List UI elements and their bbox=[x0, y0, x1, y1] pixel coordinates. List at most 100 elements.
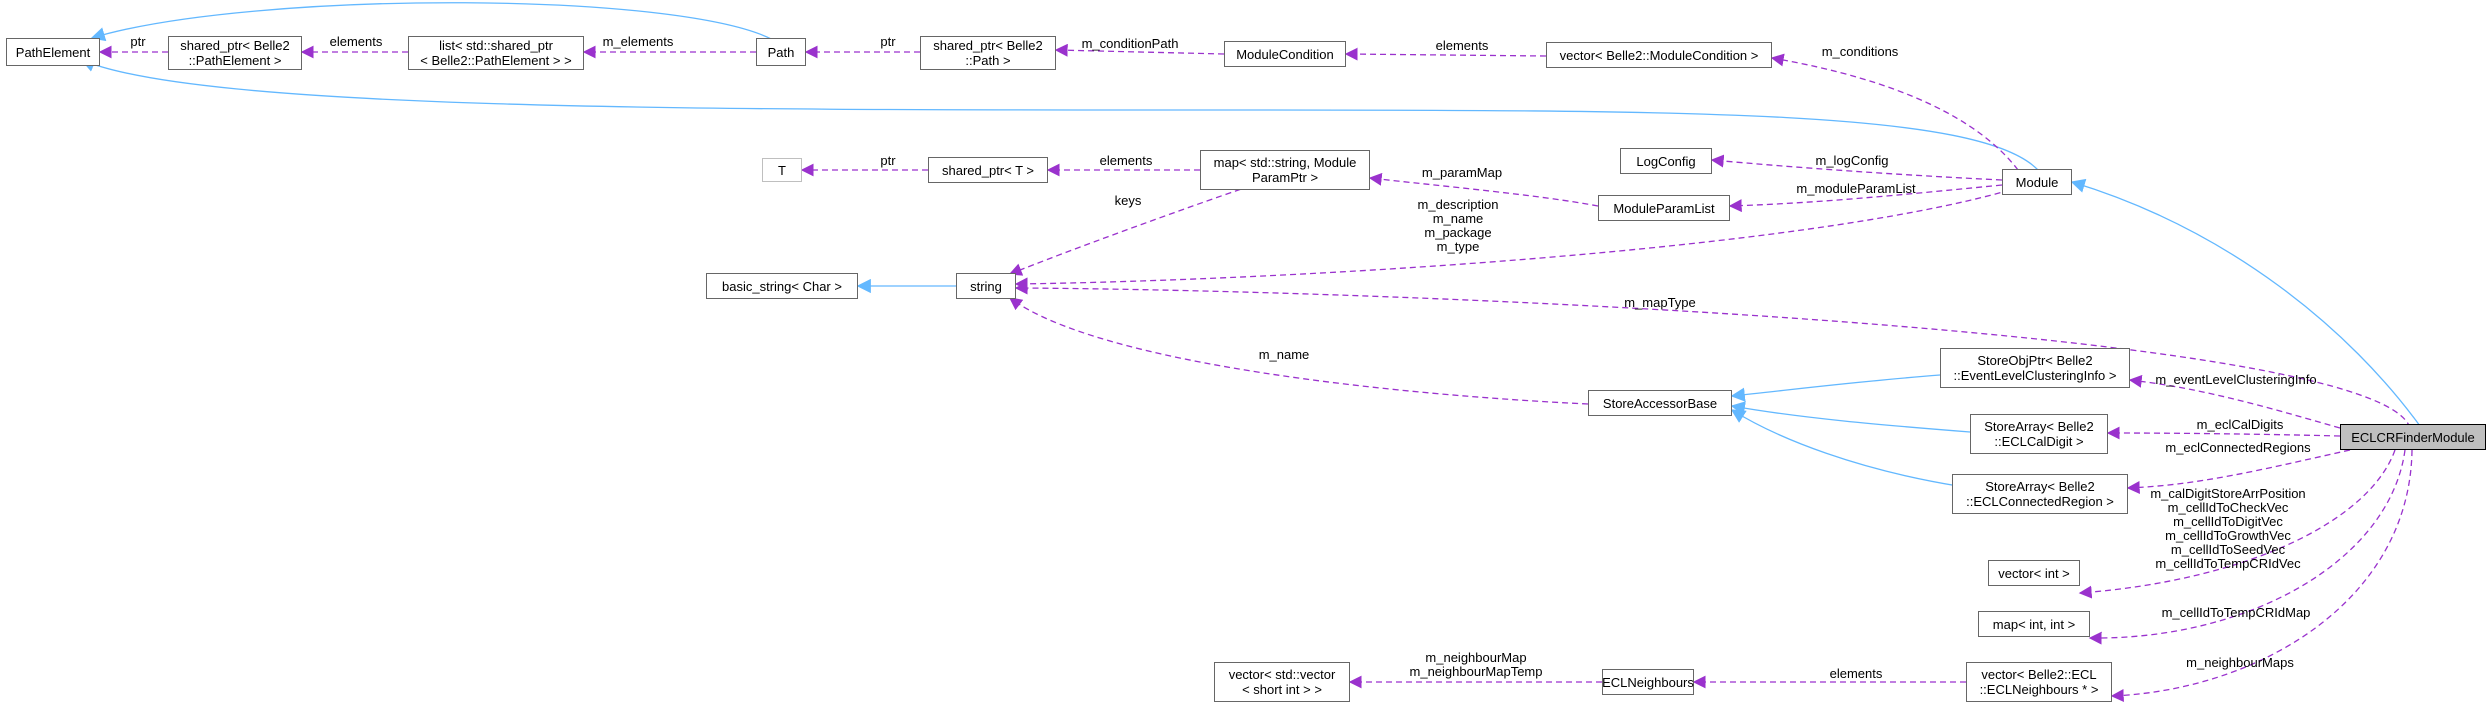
node-module-condition-label: ModuleCondition bbox=[1236, 46, 1334, 62]
edge-m-ecl-cal-digits bbox=[2106, 426, 2341, 440]
edge-keys bbox=[1008, 185, 1251, 276]
label-vector-int-members: m_calDigitStoreArrPosition m_cellIdToChe… bbox=[2150, 487, 2305, 571]
node-ecl-neighbours[interactable]: ECLNeighbours bbox=[1602, 669, 1694, 695]
label-m-event-level-clustering-info: m_eventLevelClusteringInfo bbox=[2155, 372, 2317, 387]
node-module-condition[interactable]: ModuleCondition bbox=[1224, 41, 1346, 67]
node-store-array-cal-digit[interactable]: StoreArray< Belle2 ::ECLCalDigit > bbox=[1970, 414, 2108, 454]
label-line-4: m_type bbox=[1436, 239, 1480, 254]
node-vector-module-condition[interactable]: vector< Belle2::ModuleCondition > bbox=[1546, 42, 1772, 68]
label-m-param-map: m_paramMap bbox=[1421, 165, 1503, 180]
edge-m-name bbox=[1008, 297, 1589, 405]
label-ptr-t: ptr bbox=[880, 153, 896, 168]
label-m-log-config: m_logConfig bbox=[1815, 153, 1889, 168]
node-label-line-1: shared_ptr< Belle2 bbox=[180, 38, 290, 53]
edge-m-condition-path bbox=[1054, 43, 1225, 57]
label-line-1: m_description bbox=[1417, 197, 1499, 212]
label-m-module-param-list: m_moduleParamList bbox=[1796, 181, 1916, 196]
edge-m-event-level-clustering-info bbox=[2128, 374, 2341, 429]
edge-m-log-config bbox=[1710, 154, 2003, 181]
node-shared-ptr-t-label: shared_ptr< T > bbox=[941, 162, 1035, 178]
node-basic-string[interactable]: basic_string< Char > bbox=[706, 273, 858, 299]
edge-path-to-path-element bbox=[90, 2, 781, 45]
label-line-4: m_cellIdToGrowthVec bbox=[2165, 528, 2291, 543]
node-module-param-list-label: ModuleParamList bbox=[1613, 200, 1715, 216]
edge-module-to-path-element bbox=[80, 58, 2039, 171]
node-list-shared-ptr[interactable]: list< std::shared_ptr < Belle2::PathElem… bbox=[408, 36, 584, 70]
node-t[interactable]: T bbox=[762, 158, 802, 182]
label-line-2: m_name bbox=[1432, 211, 1484, 226]
node-shared-ptr-path-element[interactable]: shared_ptr< Belle2 ::PathElement > bbox=[168, 36, 302, 70]
node-path[interactable]: Path bbox=[756, 38, 806, 66]
node-label-line-2: ::PathElement > bbox=[188, 53, 282, 68]
label-m-condition-path: m_conditionPath bbox=[1081, 36, 1179, 51]
node-label-line-2: ::ECLConnectedRegion > bbox=[1966, 494, 2114, 509]
node-ecl-crfinder-module[interactable]: ECLCRFinderModule bbox=[2340, 424, 2486, 450]
node-label-line-1: StoreArray< Belle2 bbox=[1985, 479, 2095, 494]
node-path-element[interactable]: PathElement bbox=[6, 38, 100, 66]
edge-m-map-type bbox=[1014, 281, 2411, 429]
edge-m-cell-id-to-temp-crid-map bbox=[2088, 449, 2406, 645]
label-m-name: m_name bbox=[1258, 347, 1310, 362]
node-store-obj-ptr[interactable]: StoreObjPtr< Belle2 ::EventLevelClusteri… bbox=[1940, 348, 2130, 388]
node-label-line-1: shared_ptr< Belle2 bbox=[933, 38, 1043, 53]
node-label-line-1: StoreArray< Belle2 bbox=[1984, 419, 2094, 434]
edge-store-obj-ptr-to-store-accessor-base bbox=[1730, 374, 1941, 402]
node-label-line-1: map< std::string, Module bbox=[1213, 155, 1357, 170]
node-module-param-list[interactable]: ModuleParamList bbox=[1598, 195, 1730, 221]
node-vector-int[interactable]: vector< int > bbox=[1988, 560, 2080, 586]
node-map-int-int[interactable]: map< int, int > bbox=[1978, 611, 2090, 637]
node-string[interactable]: string bbox=[956, 273, 1016, 299]
node-string-label: string bbox=[970, 278, 1002, 294]
edge-ecl-crfinder-to-module bbox=[2070, 178, 2421, 427]
node-label-line-1: vector< Belle2::ECL bbox=[1981, 667, 2097, 682]
node-log-config-label: LogConfig bbox=[1636, 153, 1696, 169]
node-vector-ecl-neighbours[interactable]: vector< Belle2::ECL ::ECLNeighbours * > bbox=[1966, 662, 2112, 702]
node-basic-string-label: basic_string< Char > bbox=[722, 278, 842, 294]
node-store-array-connected-region[interactable]: StoreArray< Belle2 ::ECLConnectedRegion … bbox=[1952, 474, 2128, 514]
node-path-label: Path bbox=[767, 44, 795, 60]
node-label-line-1: StoreObjPtr< Belle2 bbox=[1977, 353, 2093, 368]
label-line-3: m_cellIdToDigitVec bbox=[2173, 514, 2283, 529]
node-label-line-2: ParamPtr > bbox=[1251, 170, 1319, 185]
label-module-string-members: m_description m_name m_package m_type bbox=[1418, 198, 1499, 254]
node-vector-std-vector[interactable]: vector< std::vector < short int > > bbox=[1214, 662, 1350, 702]
label-elements-shared-ptr-t: elements bbox=[1099, 153, 1153, 168]
label-m-ecl-cal-digits: m_eclCalDigits bbox=[2196, 417, 2284, 432]
node-module-label: Module bbox=[2015, 174, 2059, 190]
label-ptr-path: ptr bbox=[880, 34, 896, 49]
node-vector-module-condition-label: vector< Belle2::ModuleCondition > bbox=[1559, 47, 1759, 63]
label-m-conditions: m_conditions bbox=[1821, 44, 1899, 59]
edge-store-array-connected-region-to-store-accessor-base bbox=[1730, 409, 1959, 487]
node-map-int-int-label: map< int, int > bbox=[1992, 616, 2076, 632]
node-label-line-1: vector< std::vector bbox=[1228, 667, 1336, 682]
node-shared-ptr-t[interactable]: shared_ptr< T > bbox=[928, 157, 1048, 183]
node-store-accessor-base[interactable]: StoreAccessorBase bbox=[1588, 390, 1732, 416]
label-line-2: m_neighbourMapTemp bbox=[1409, 664, 1543, 679]
edge-vector-int-members bbox=[2078, 449, 2396, 599]
label-elements-path-element: elements bbox=[329, 34, 383, 49]
label-m-neighbour-maps: m_neighbourMaps bbox=[2186, 655, 2294, 670]
edge-module-string-members bbox=[1014, 189, 2011, 291]
edge-m-param-map bbox=[1368, 172, 1599, 207]
label-neighbour-map-members: m_neighbourMap m_neighbourMapTemp bbox=[1410, 651, 1543, 679]
label-line-6: m_cellIdToTempCRIdVec bbox=[2155, 556, 2301, 571]
node-label-line-2: ::Path > bbox=[965, 53, 1011, 68]
node-label-line-1: list< std::shared_ptr bbox=[439, 38, 553, 53]
node-shared-ptr-path[interactable]: shared_ptr< Belle2 ::Path > bbox=[920, 36, 1056, 70]
node-map-string-module-param[interactable]: map< std::string, Module ParamPtr > bbox=[1200, 150, 1370, 190]
node-store-accessor-base-label: StoreAccessorBase bbox=[1602, 395, 1718, 411]
edge-m-ecl-connected-regions bbox=[2126, 449, 2351, 495]
node-ecl-neighbours-label: ECLNeighbours bbox=[1602, 674, 1694, 690]
edge-elements-module-condition bbox=[1344, 47, 1547, 61]
label-elements-ecl-neighbours: elements bbox=[1829, 666, 1883, 681]
node-t-label: T bbox=[778, 162, 786, 178]
node-path-element-label: PathElement bbox=[15, 44, 91, 60]
label-m-map-type: m_mapType bbox=[1624, 295, 1696, 310]
edge-store-array-cal-digit-to-store-accessor-base bbox=[1730, 401, 1971, 433]
node-module[interactable]: Module bbox=[2002, 169, 2072, 195]
node-label-line-2: < short int > > bbox=[1242, 682, 1322, 697]
node-log-config[interactable]: LogConfig bbox=[1620, 148, 1712, 174]
node-label-line-2: ::EventLevelClusteringInfo > bbox=[1953, 368, 2117, 383]
